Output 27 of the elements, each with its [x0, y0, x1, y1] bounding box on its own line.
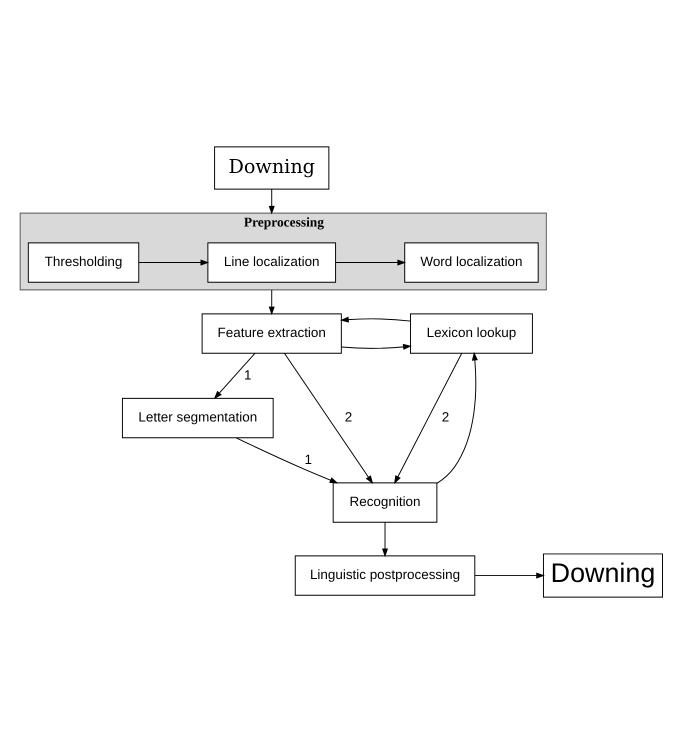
node-box: Recognition — [332, 482, 438, 523]
arrow — [382, 522, 388, 558]
arrow — [214, 352, 256, 400]
node-box: Lexicon lookup — [410, 313, 533, 354]
edge-label: 2 — [344, 410, 352, 425]
node-box: Feature extraction — [202, 313, 342, 354]
arrow — [268, 189, 275, 215]
arrow — [268, 289, 275, 316]
edge-label: 1 — [244, 367, 252, 382]
arrow — [340, 316, 411, 323]
arrow — [138, 260, 210, 266]
edge-label: 2 — [442, 410, 450, 425]
edge-label: 1 — [304, 452, 312, 467]
arrow — [284, 352, 374, 484]
arrow — [341, 344, 412, 350]
arrow — [335, 260, 406, 266]
node-box: Downing — [542, 553, 663, 598]
node-box: Word localization — [404, 242, 539, 283]
node-box: Downing — [214, 146, 330, 190]
node-box: Letter segmentation — [122, 398, 274, 438]
arrow — [236, 437, 338, 484]
node-box: Thresholding — [28, 242, 140, 283]
arrow — [394, 352, 462, 484]
arrow — [474, 572, 545, 579]
arrow — [436, 352, 478, 484]
node-box: Linguistic postprocessing — [294, 555, 476, 596]
node-box: Line localization — [207, 242, 336, 283]
